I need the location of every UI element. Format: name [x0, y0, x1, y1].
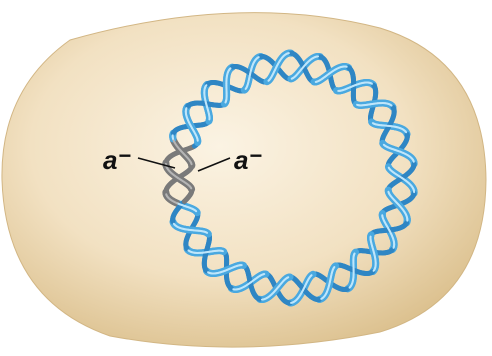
strand-highlight-1	[206, 85, 207, 86]
strand-highlight-2	[174, 224, 175, 225]
strand-highlight-2	[230, 68, 231, 69]
right-allele-letter: a	[234, 145, 248, 175]
left-allele-letter: a	[103, 145, 117, 175]
strand-highlight-1	[258, 57, 259, 58]
left-allele-superscript: −	[118, 143, 131, 168]
strand-highlight-1	[405, 131, 406, 132]
strand-highlight-1	[371, 83, 372, 84]
strand-highlight-2	[208, 272, 209, 273]
strand-highlight-2	[374, 270, 375, 271]
strand-highlight-1	[401, 177, 402, 178]
strand-highlight-2	[391, 105, 392, 106]
strand-highlight-2	[321, 298, 322, 299]
right-allele-label: a−	[234, 143, 262, 173]
right-allele-superscript: −	[249, 143, 262, 168]
cell-body	[2, 13, 486, 348]
left-allele-label: a−	[103, 143, 131, 173]
strand-highlight-1	[350, 287, 351, 288]
strand-highlight-1	[188, 250, 189, 251]
